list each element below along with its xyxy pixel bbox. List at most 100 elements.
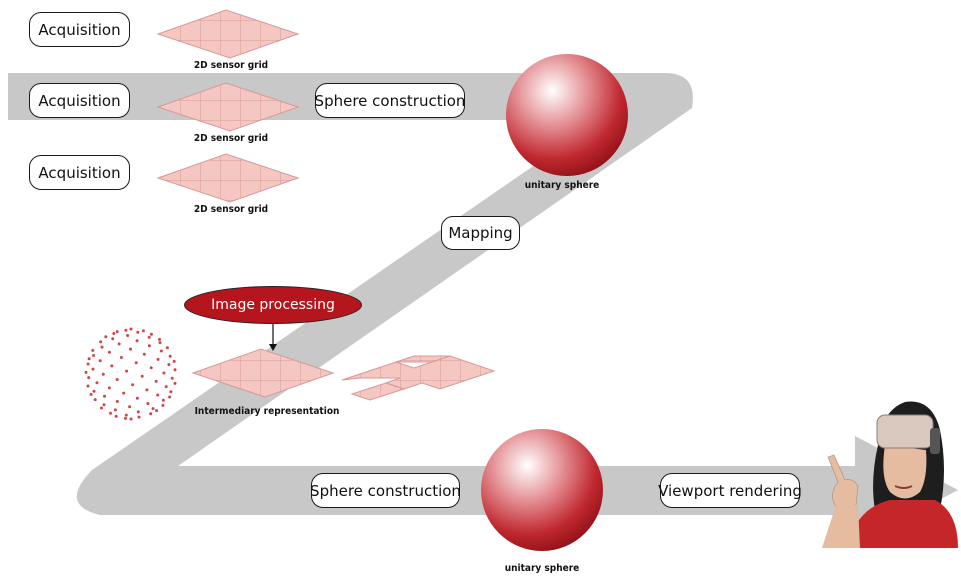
point-cloud-dot (122, 391, 126, 395)
unitary-sphere-bottom (481, 429, 603, 551)
point-cloud-dot (159, 349, 163, 353)
point-cloud-dot (168, 354, 172, 358)
point-cloud-dot (170, 376, 174, 380)
intermediary-grid (191, 348, 335, 398)
acquisition-box-2: Acquisition (29, 83, 130, 118)
point-cloud-dot (104, 335, 108, 339)
point-cloud-dot (149, 412, 153, 416)
point-cloud-dot (131, 383, 135, 387)
image-processing-ellipse: Image processing (184, 286, 362, 324)
acquisition-box-1: Acquisition (29, 12, 130, 47)
point-cloud-dot (114, 414, 118, 418)
point-cloud-dot (107, 386, 111, 390)
point-cloud-dot (161, 403, 165, 407)
intermediary-caption: Intermediary representation (194, 406, 340, 417)
point-cloud-dot (156, 393, 160, 397)
point-cloud-dot (173, 381, 177, 385)
point-cloud-dot (168, 395, 172, 399)
viewport-rendering-box: Viewport rendering (658, 473, 802, 508)
process-arrowhead (269, 344, 277, 351)
point-cloud-dot (154, 379, 158, 383)
grid-caption-3: 2D sensor grid (193, 204, 269, 215)
point-cloud-dot (172, 359, 176, 363)
flow-band (8, 73, 958, 545)
point-cloud-dot (129, 417, 133, 421)
point-cloud-dot (147, 344, 151, 348)
point-cloud-dot (91, 367, 95, 371)
point-cloud-dot (155, 409, 159, 413)
point-cloud-dot (112, 332, 116, 335)
point-cloud-dot (149, 332, 153, 336)
point-cloud-dot (158, 341, 162, 345)
point-cloud-dot (102, 403, 106, 407)
point-cloud-dot (86, 384, 90, 388)
point-cloud-dot (119, 356, 123, 359)
vr-user-illustration (822, 401, 958, 548)
point-cloud-dot (92, 354, 96, 357)
point-cloud-dot (117, 342, 121, 346)
point-cloud-dot (141, 329, 145, 333)
point-cloud-dot (135, 339, 139, 343)
point-cloud-dot (100, 406, 103, 410)
point-cloud-dot (87, 357, 91, 361)
sensor-grid-1 (156, 9, 300, 59)
point-cloud-dot (125, 369, 129, 373)
sensor-grid-3 (156, 153, 300, 203)
point-cloud-dot (109, 411, 112, 415)
point-cloud-dot (149, 366, 153, 370)
point-cloud-dot (165, 346, 169, 350)
point-cloud-dot (99, 340, 103, 344)
point-cloud-dot (137, 415, 141, 419)
point-cloud-dot (123, 416, 127, 420)
point-cloud-dot (126, 334, 130, 337)
point-cloud-dot (151, 407, 155, 411)
point-cloud-dot (124, 328, 128, 332)
point-cloud-dot (158, 337, 161, 341)
point-cloud-dot (124, 413, 128, 417)
point-cloud-dot (86, 362, 90, 366)
point-cloud-dot (129, 327, 133, 331)
point-cloud-dot (92, 389, 96, 393)
cubemap-cross (341, 355, 496, 401)
unitary-sphere-top (506, 54, 628, 176)
point-cloud-dot (115, 330, 119, 334)
point-cloud-dot (167, 363, 171, 367)
point-cloud-dot (136, 330, 140, 334)
point-cloud-dot (89, 392, 93, 396)
point-cloud-dot (129, 347, 132, 351)
point-cloud-dot (110, 364, 114, 368)
point-cloud-dot (169, 390, 173, 394)
point-cloud-dot (91, 348, 95, 352)
point-cloud-dot (107, 350, 111, 354)
point-cloud-dot (93, 398, 97, 402)
point-cloud-dot (156, 357, 160, 361)
point-cloud-dot (115, 400, 119, 403)
point-cloud-dot (161, 398, 165, 402)
point-cloud-dot (142, 352, 146, 356)
point-cloud-dot (101, 372, 105, 376)
point-cloud-dot (173, 368, 177, 372)
mapping-box: Mapping (441, 216, 520, 250)
point-cloud-dot (136, 410, 140, 414)
point-cloud-dot (164, 385, 168, 389)
point-cloud-dot (134, 361, 138, 365)
point-cloud-dot (128, 405, 132, 409)
sphere-construction-box-top: Sphere construction (315, 83, 465, 118)
point-cloud-sphere (84, 327, 177, 421)
point-cloud-dot (84, 370, 88, 374)
point-cloud-dot (140, 374, 144, 378)
point-cloud-dot (115, 378, 119, 381)
point-cloud-dot (103, 394, 106, 398)
point-cloud-dot (135, 396, 139, 400)
sphere-construction-box-bottom: Sphere construction (310, 473, 461, 508)
sphere-caption-top: unitary sphere (524, 180, 600, 191)
point-cloud-dot (145, 388, 149, 392)
point-cloud-dot (100, 345, 104, 349)
sensor-grid-2 (156, 82, 300, 132)
grid-caption-1: 2D sensor grid (193, 60, 269, 71)
point-cloud-dot (87, 376, 91, 380)
point-cloud-dot (111, 337, 115, 341)
point-cloud-dot (147, 335, 151, 339)
acquisition-box-3: Acquisition (29, 155, 130, 190)
